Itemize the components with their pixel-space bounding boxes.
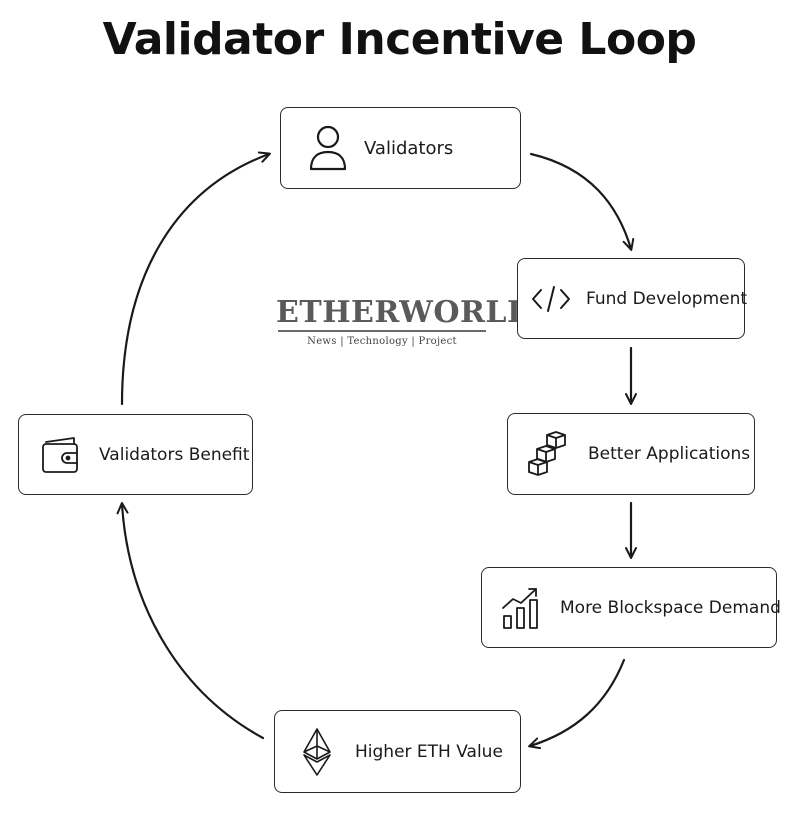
watermark-tagline: News | Technology | Project xyxy=(307,336,457,347)
node-validators-benefit-label: Validators Benefit xyxy=(99,444,250,465)
watermark-logo: ETHERWORLD xyxy=(276,295,534,330)
diagram-title: Validator Incentive Loop xyxy=(102,14,697,65)
node-more-blockspace-demand: More Blockspace Demand xyxy=(481,567,781,648)
person-icon xyxy=(306,124,350,172)
node-validators-benefit: Validators Benefit xyxy=(18,414,253,495)
etherworld-watermark: ETHERWORLD News | Technology | Project xyxy=(276,295,534,348)
node-higher-eth-value-label: Higher ETH Value xyxy=(355,741,503,762)
blocks-icon xyxy=(526,431,568,477)
node-better-applications-label: Better Applications xyxy=(588,444,751,464)
node-fund-development: Fund Development xyxy=(517,258,748,339)
ethereum-icon xyxy=(299,727,335,777)
node-validators-label: Validators xyxy=(364,137,454,159)
node-higher-eth-value: Higher ETH Value xyxy=(274,710,521,793)
node-fund-development-label: Fund Development xyxy=(586,288,748,309)
code-icon xyxy=(530,284,572,314)
arrow-validators-to-fund xyxy=(529,152,635,251)
watermark-underline xyxy=(278,330,486,332)
node-better-applications: Better Applications xyxy=(507,413,755,495)
node-more-blockspace-demand-label: More Blockspace Demand xyxy=(560,597,781,618)
growth-chart-icon xyxy=(500,586,542,630)
arrow-benefit-to-validators xyxy=(120,151,271,406)
arrow-demand-to-eth xyxy=(528,658,626,750)
arrow-eth-to-benefit xyxy=(116,502,265,740)
wallet-icon xyxy=(39,435,83,475)
node-validators: Validators xyxy=(280,107,521,189)
